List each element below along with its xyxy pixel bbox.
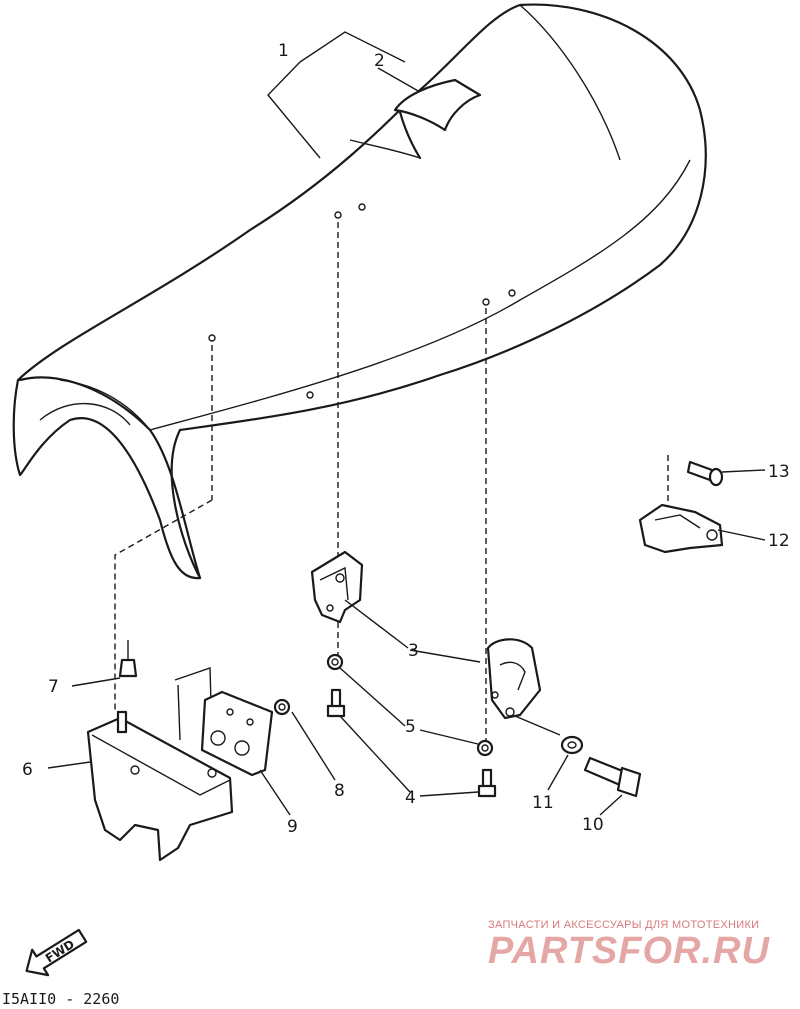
- bolt: [118, 640, 138, 678]
- callout-11: 11: [532, 793, 554, 813]
- drawing-code: I5AII0 - 2260: [2, 990, 119, 1008]
- nut: [476, 739, 494, 757]
- callout-5: 5: [405, 717, 416, 737]
- washer: [560, 735, 584, 755]
- callout-2: 2: [374, 51, 385, 71]
- callout-leaders: [47, 469, 766, 816]
- callout-8: 8: [334, 781, 345, 801]
- seat-bracket-rear: [486, 638, 542, 720]
- nut: [326, 653, 344, 671]
- callout-10: 10: [582, 815, 604, 835]
- fwd-arrow: FWD: [25, 928, 88, 977]
- seat: [12, 3, 707, 580]
- bolt: [477, 768, 497, 798]
- callout-1-2-leaders: [267, 31, 421, 159]
- callout-13: 13: [768, 462, 790, 482]
- callout-7: 7: [48, 677, 59, 697]
- seat-lock-latch: [638, 503, 724, 554]
- callout-4: 4: [405, 788, 416, 808]
- watermark-brand: PARTSFOR.RU: [488, 930, 770, 972]
- screw: [686, 460, 724, 487]
- hex-bolt: [583, 756, 642, 798]
- callout-6: 6: [22, 760, 33, 780]
- callout-12: 12: [768, 531, 790, 551]
- mounting-plate: [200, 690, 274, 777]
- bolt: [326, 688, 346, 718]
- seat-bracket-front: [310, 550, 364, 624]
- callout-1: 1: [278, 41, 289, 61]
- watermark-tagline: ЗАПЧАСТИ И АКСЕССУАРЫ ДЛЯ МОТОТЕХНИКИ: [488, 919, 759, 931]
- nut: [273, 698, 291, 716]
- callout-3: 3: [408, 641, 419, 661]
- callout-9: 9: [287, 817, 298, 837]
